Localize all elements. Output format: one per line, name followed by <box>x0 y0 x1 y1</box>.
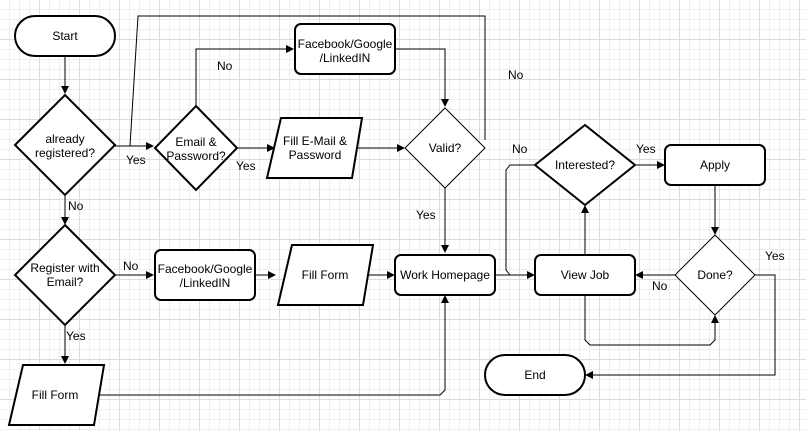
node-interested: Interested? <box>533 123 637 207</box>
arrowhead <box>387 271 395 279</box>
edge-interested-no <box>505 164 535 276</box>
arrowhead <box>61 356 69 364</box>
start-label: Start <box>52 29 78 43</box>
edge-valid-loop-back <box>129 15 486 147</box>
arrowhead <box>635 271 643 279</box>
edge-label-valid-yes: Yes <box>416 208 436 222</box>
arrowhead <box>441 245 449 253</box>
edge-label-email-yes: Yes <box>236 159 256 173</box>
node-register-with-email: Register with Email? <box>13 223 117 327</box>
edge-fill-bottom-to-homepage <box>98 303 446 396</box>
arrowhead <box>146 271 154 279</box>
edge-label-done-yes: Yes <box>765 249 785 263</box>
interested-label: Interested? <box>555 158 615 172</box>
node-already-registered: already registered? <box>13 93 117 197</box>
end-label: End <box>524 368 545 382</box>
edge-labels: Yes No No Yes No Yes No Yes No Yes No Ye… <box>66 59 785 343</box>
work-homepage-label: Work Homepage <box>400 268 490 282</box>
edge-label-registered-no: No <box>68 199 84 213</box>
social-top-label-line1: Facebook/Google <box>298 37 393 51</box>
arrowhead <box>268 271 276 279</box>
node-fill-form-mid: Fill Form <box>276 244 375 306</box>
node-fill-form-bottom: Fill Form <box>7 364 106 426</box>
already-registered-label-line1: already <box>45 132 84 146</box>
edge-label-loop-no: No <box>508 68 524 82</box>
edge-label-interested-no: No <box>512 142 528 156</box>
edge-label-registered-yes: Yes <box>126 153 146 167</box>
fill-email-password-label-line2: Password <box>289 148 342 162</box>
arrowhead <box>267 144 275 152</box>
arrowhead <box>61 217 69 225</box>
register-with-email-label-line2: Email? <box>47 275 84 289</box>
arrowhead <box>441 99 449 107</box>
node-social-mid: Facebook/Google /LinkedIN <box>154 249 256 301</box>
edge-label-register-no: No <box>123 259 139 273</box>
social-top-label-line2: /LinkedIN <box>320 51 371 65</box>
edge-label-interested-yes: Yes <box>636 142 656 156</box>
node-apply: Apply <box>664 144 766 186</box>
node-work-homepage: Work Homepage <box>394 254 496 296</box>
arrowhead <box>585 371 593 379</box>
register-with-email-label-line1: Register with <box>30 261 99 275</box>
view-job-label: View Job <box>561 268 610 282</box>
edge-label-done-no: No <box>652 279 668 293</box>
arrowhead <box>581 205 589 213</box>
edge-viewjob-to-done <box>584 295 716 346</box>
arrowhead <box>397 144 405 152</box>
arrowhead <box>711 227 719 235</box>
node-email-password: Email & Password? <box>153 104 239 192</box>
done-label: Done? <box>697 268 733 282</box>
node-valid: Valid? <box>404 107 486 189</box>
arrowhead <box>527 271 535 279</box>
node-fill-email-password: Fill E-Mail & Password <box>265 117 364 179</box>
email-password-label-line1: Email & <box>175 135 216 149</box>
email-password-label-line2: Password? <box>166 149 226 163</box>
fill-email-password-label-line1: Fill E-Mail & <box>283 134 347 148</box>
arrowhead <box>61 86 69 94</box>
already-registered-label-line2: registered? <box>35 146 95 160</box>
arrowhead <box>711 315 719 323</box>
fill-form-mid-label: Fill Form <box>302 268 349 282</box>
social-mid-label-line2: /LinkedIN <box>180 276 231 290</box>
edges <box>61 15 776 396</box>
edge-done-yes <box>593 274 776 376</box>
edge-social-top-to-valid <box>395 48 446 99</box>
arrowhead <box>657 161 665 169</box>
social-mid-label-line1: Facebook/Google <box>158 262 253 276</box>
edge-label-email-no: No <box>217 59 233 73</box>
apply-label: Apply <box>700 158 730 172</box>
node-done: Done? <box>674 234 756 316</box>
arrowhead <box>286 45 294 53</box>
arrowhead <box>146 142 154 150</box>
node-view-job: View Job <box>534 254 636 296</box>
edge-email-no <box>195 48 286 106</box>
arrowhead <box>441 295 449 303</box>
fill-form-bottom-label: Fill Form <box>32 388 79 402</box>
node-social-top: Facebook/Google /LinkedIN <box>294 23 396 75</box>
valid-label: Valid? <box>429 141 462 155</box>
node-end: End <box>484 354 586 396</box>
node-start: Start <box>14 15 116 57</box>
edge-label-register-yes: Yes <box>66 329 86 343</box>
